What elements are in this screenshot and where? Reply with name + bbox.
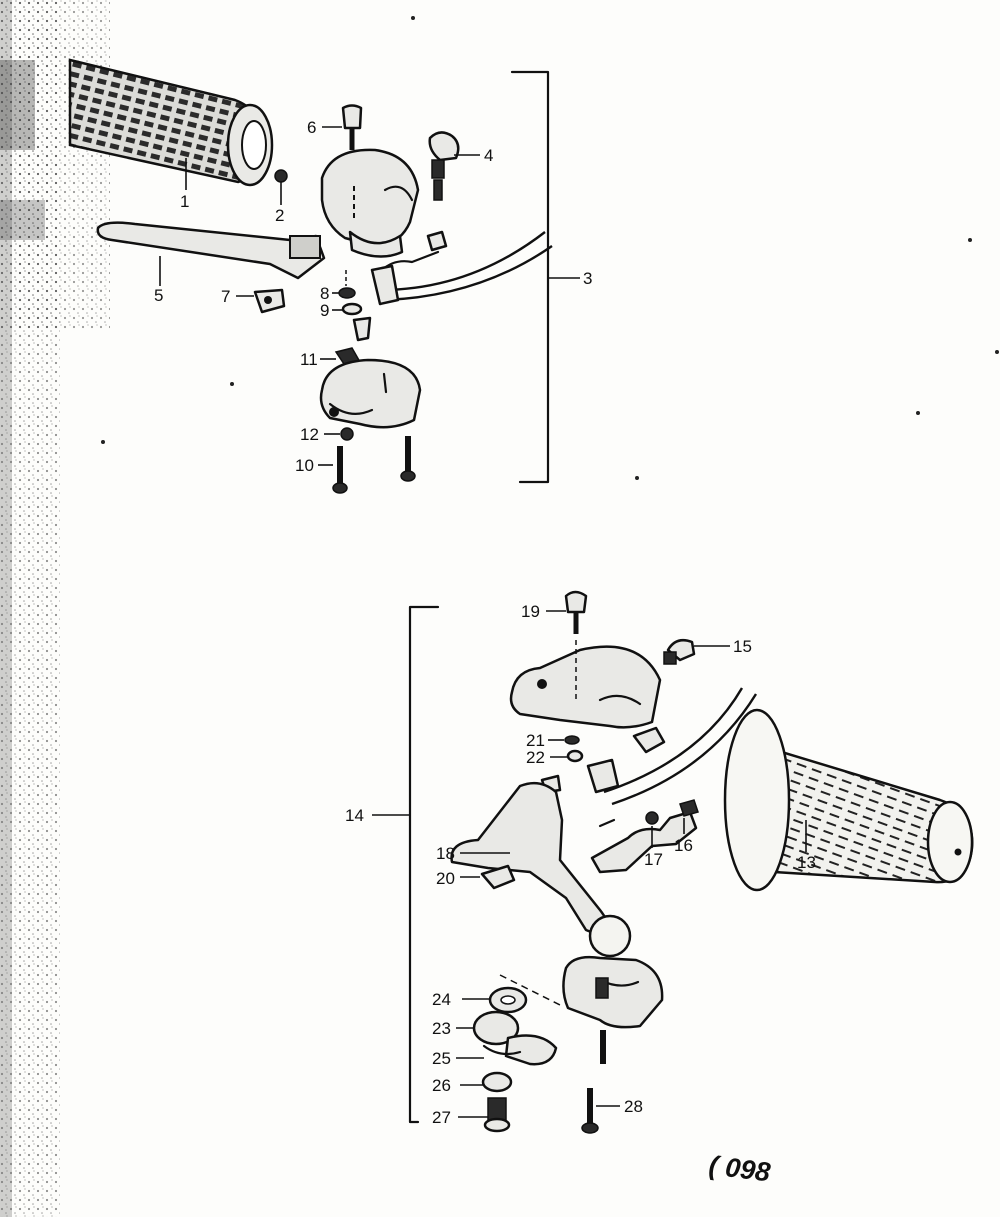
brake-lower-housing — [562, 955, 664, 1029]
label-14: 14 — [345, 806, 364, 825]
label-18: 18 — [436, 844, 455, 863]
clutch-lever-5 — [96, 221, 326, 280]
label-26: 26 — [432, 1076, 451, 1095]
label-23: 23 — [432, 1019, 451, 1038]
label-2: 2 — [275, 206, 284, 225]
nut-27 — [483, 1097, 511, 1133]
cam-23-25 — [472, 1010, 558, 1066]
upper-switch-housing — [320, 148, 420, 258]
label-7: 7 — [221, 287, 230, 306]
brake-lever-18 — [450, 781, 632, 958]
label-13: 13 — [797, 853, 816, 872]
label-25: 25 — [432, 1049, 451, 1068]
label-15: 15 — [733, 637, 752, 656]
screw-19 — [564, 590, 588, 634]
label-21: 21 — [526, 731, 545, 750]
diagram-code-mark: ( 098 — [707, 1150, 772, 1187]
label-16: 16 — [674, 836, 693, 855]
screw-10 — [332, 446, 348, 494]
right-grip — [723, 708, 974, 892]
label-4: 4 — [484, 146, 493, 165]
switch-16-17 — [590, 799, 699, 874]
label-11: 11 — [300, 350, 318, 369]
label-3: 3 — [583, 269, 592, 288]
label-10: 10 — [295, 456, 314, 475]
left-grip — [68, 58, 274, 187]
label-28: 28 — [624, 1097, 643, 1116]
part-labels: 1 2 3 4 5 6 7 8 9 10 11 12 13 14 15 16 1… — [154, 118, 816, 1127]
label-1: 1 — [180, 192, 189, 211]
label-19: 19 — [521, 602, 540, 621]
lower-switch-housing — [319, 358, 422, 429]
label-12: 12 — [300, 425, 319, 444]
label-24: 24 — [432, 990, 451, 1009]
screw-6 — [341, 104, 363, 150]
label-8: 8 — [320, 284, 329, 303]
label-22: 22 — [526, 748, 545, 767]
label-20: 20 — [436, 869, 455, 888]
label-6: 6 — [307, 118, 316, 137]
label-27: 27 — [432, 1108, 451, 1127]
label-17: 17 — [644, 850, 663, 869]
switch-knob-4 — [428, 131, 460, 201]
label-9: 9 — [320, 301, 329, 320]
label-5: 5 — [154, 286, 163, 305]
brake-upper-housing — [509, 640, 662, 729]
